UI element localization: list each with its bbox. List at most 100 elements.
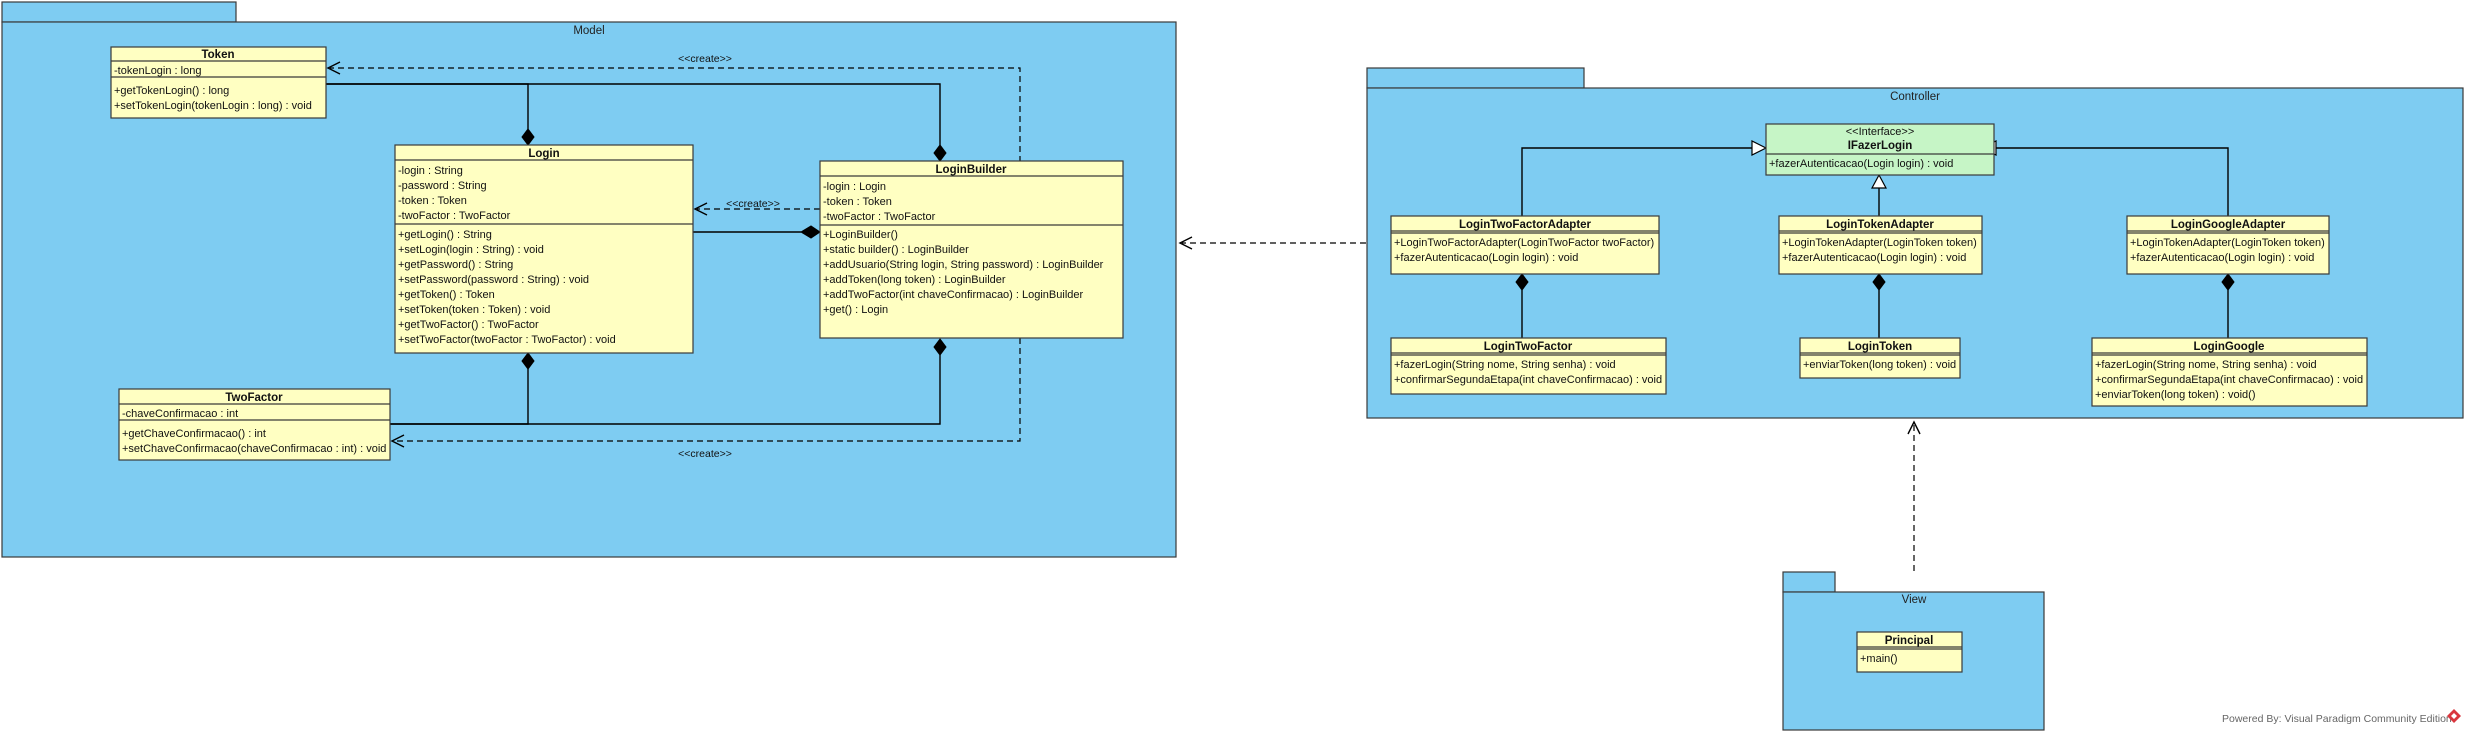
composition-diamond-google-adapter	[2221, 273, 2235, 291]
class-logintokenadapter-method: +LoginTokenAdapter(LoginToken token)	[1782, 237, 1977, 249]
class-twofactor-name: TwoFactor	[225, 392, 283, 404]
class-logintwofactor-method: +confirmarSegundaEtapa(int chaveConfirma…	[1394, 374, 1662, 386]
class-logintokenadapter-box	[1778, 215, 1983, 275]
class-login-method: +setPassword(password : String) : void	[398, 274, 589, 286]
class-logintwofactoradapter-name: LoginTwoFactorAdapter	[1459, 219, 1592, 231]
class-twofactor[interactable]: TwoFactor -chaveConfirmacao : int +getCh…	[118, 388, 391, 461]
controller-package-label: Controller	[1890, 91, 1940, 103]
interface-ifazerlogin-method: +fazerAutenticacao(Login login) : void	[1769, 158, 1953, 170]
create-label-bottom: <<create>>	[678, 448, 732, 460]
class-logintokenadapter-name: LoginTokenAdapter	[1826, 219, 1934, 231]
class-logingoogle[interactable]: LoginGoogle +fazerLogin(String nome, Str…	[2091, 337, 2368, 407]
composition-diamond-loginbuilder-login	[800, 225, 821, 239]
class-logingoogle-method: +confirmarSegundaEtapa(int chaveConfirma…	[2095, 374, 2363, 386]
class-login-method: +setTwoFactor(twoFactor : TwoFactor) : v…	[398, 334, 616, 346]
class-logintokenadapter[interactable]: LoginTokenAdapter +LoginTokenAdapter(Log…	[1778, 215, 1983, 275]
class-loginbuilder-name: LoginBuilder	[936, 164, 1007, 176]
class-logintoken[interactable]: LoginToken +enviarToken(long token) : vo…	[1799, 337, 1961, 379]
class-logingoogleadapter-method: +LoginTokenAdapter(LoginToken token)	[2130, 237, 2325, 249]
composition-diamond-loginbuilder-twofactor	[933, 338, 947, 356]
class-login-attr: -password : String	[398, 180, 487, 192]
class-login-method: +getLogin() : String	[398, 229, 492, 241]
create-dependency-twofactor	[394, 338, 1021, 442]
interface-stereotype: <<Interface>>	[1846, 126, 1915, 138]
powered-by-text: Powered By: Visual Paradigm Community Ed…	[2222, 713, 2452, 725]
class-loginbuilder-method: +LoginBuilder()	[823, 229, 898, 241]
composition-diamond-loginbuilder-token	[933, 144, 947, 162]
class-login-method: +getTwoFactor() : TwoFactor	[398, 319, 539, 331]
class-principal-method: +main()	[1860, 653, 1898, 665]
class-twofactor-box	[118, 388, 391, 461]
class-logingoogleadapter-name: LoginGoogleAdapter	[2171, 219, 2286, 231]
interface-ifazerlogin[interactable]: <<Interface>> IFazerLogin +fazerAutentic…	[1765, 123, 1995, 176]
composition-diamond-login-token	[521, 128, 535, 146]
class-logingoogle-method: +enviarToken(long token) : void()	[2095, 389, 2256, 401]
class-loginbuilder[interactable]: LoginBuilder -login : Login -token : Tok…	[819, 160, 1124, 339]
controller-model-arrowhead	[1178, 236, 1193, 250]
create-arrowhead-login	[693, 202, 708, 216]
class-token-method: +setTokenLogin(tokenLogin : long) : void	[114, 100, 312, 112]
class-logingoogleadapter-method: +fazerAutenticacao(Login login) : void	[2130, 252, 2314, 264]
class-token-method: +getTokenLogin() : long	[114, 85, 229, 97]
class-token-box	[110, 46, 327, 119]
class-loginbuilder-method: +addUsuario(String login, String passwor…	[823, 259, 1104, 271]
class-logingoogle-method: +fazerLogin(String nome, String senha) :…	[2095, 359, 2317, 371]
class-logingoogle-name: LoginGoogle	[2194, 341, 2265, 353]
realization-triangle-left	[1751, 140, 1768, 156]
create-dependency-token	[330, 67, 1021, 162]
class-loginbuilder-attr: -twoFactor : TwoFactor	[823, 211, 936, 223]
interface-ifazerlogin-name: IFazerLogin	[1848, 140, 1913, 152]
model-connectors: <<create>> <<create>> <<create>>	[326, 53, 1021, 460]
class-twofactor-method: +getChaveConfirmacao() : int	[122, 428, 266, 440]
create-label-mid: <<create>>	[726, 198, 780, 210]
class-logintwofactoradapter[interactable]: LoginTwoFactorAdapter +LoginTwoFactorAda…	[1390, 215, 1660, 275]
class-logintwofactor[interactable]: LoginTwoFactor +fazerLogin(String nome, …	[1390, 337, 1667, 395]
view-controller-arrowhead	[1907, 420, 1921, 435]
class-twofactor-attr: -chaveConfirmacao : int	[122, 408, 238, 420]
class-logintoken-box	[1799, 337, 1961, 379]
class-loginbuilder-attr: -login : Login	[823, 181, 886, 193]
controller-package-tab	[1366, 67, 1585, 89]
class-login-attr: -login : String	[398, 165, 463, 177]
class-token[interactable]: Token -tokenLogin : long +getTokenLogin(…	[110, 46, 327, 119]
class-loginbuilder-method: +get() : Login	[823, 304, 888, 316]
create-arrowhead-token	[326, 61, 341, 75]
view-package-tab	[1782, 571, 1836, 593]
class-login-method: +setToken(token : Token) : void	[398, 304, 550, 316]
class-logintwofactoradapter-method: +LoginTwoFactorAdapter(LoginTwoFactor tw…	[1394, 237, 1654, 249]
class-loginbuilder-method: +addToken(long token) : LoginBuilder	[823, 274, 1006, 286]
class-token-name: Token	[201, 49, 234, 61]
realization-google-adapter	[1996, 147, 2229, 216]
realization-triangle-middle	[1870, 173, 1888, 189]
visual-paradigm-logo-icon	[2447, 709, 2461, 723]
class-login-box	[394, 144, 694, 354]
class-login-method: +getToken() : Token	[398, 289, 495, 301]
class-logintwofactoradapter-box	[1390, 215, 1660, 275]
create-label-top: <<create>>	[678, 53, 732, 65]
class-principal-box	[1856, 631, 1963, 673]
token-loginbuilder-composition	[326, 83, 941, 145]
class-loginbuilder-method: +static builder() : LoginBuilder	[823, 244, 969, 256]
class-logintoken-method: +enviarToken(long token) : void	[1803, 359, 1956, 371]
package-dependencies	[1178, 236, 1921, 571]
class-twofactor-method: +setChaveConfirmacao(chaveConfirmacao : …	[122, 443, 386, 455]
class-logingoogle-box	[2091, 337, 2368, 407]
view-package-label: View	[1902, 594, 1927, 606]
class-loginbuilder-attr: -token : Token	[823, 196, 892, 208]
class-logintwofactor-name: LoginTwoFactor	[1484, 341, 1573, 353]
create-arrowhead-twofactor	[390, 434, 405, 448]
class-logingoogleadapter[interactable]: LoginGoogleAdapter +LoginTokenAdapter(Lo…	[2126, 215, 2330, 275]
class-logintokenadapter-method: +fazerAutenticacao(Login login) : void	[1782, 252, 1966, 264]
class-principal[interactable]: Principal +main()	[1856, 631, 1963, 673]
composition-diamond-login-twofactor	[521, 352, 535, 370]
class-token-attr: -tokenLogin : long	[114, 65, 201, 77]
class-login-name: Login	[528, 148, 559, 160]
class-logintwofactor-method: +fazerLogin(String nome, String senha) :…	[1394, 359, 1616, 371]
class-login-attr: -twoFactor : TwoFactor	[398, 210, 511, 222]
class-login[interactable]: Login -login : String -password : String…	[394, 144, 694, 354]
class-logingoogleadapter-box	[2126, 215, 2330, 275]
loginbuilder-twofactor-composition	[390, 355, 941, 425]
composition-diamond-token-adapter	[1872, 273, 1886, 291]
class-logintoken-name: LoginToken	[1848, 341, 1912, 353]
